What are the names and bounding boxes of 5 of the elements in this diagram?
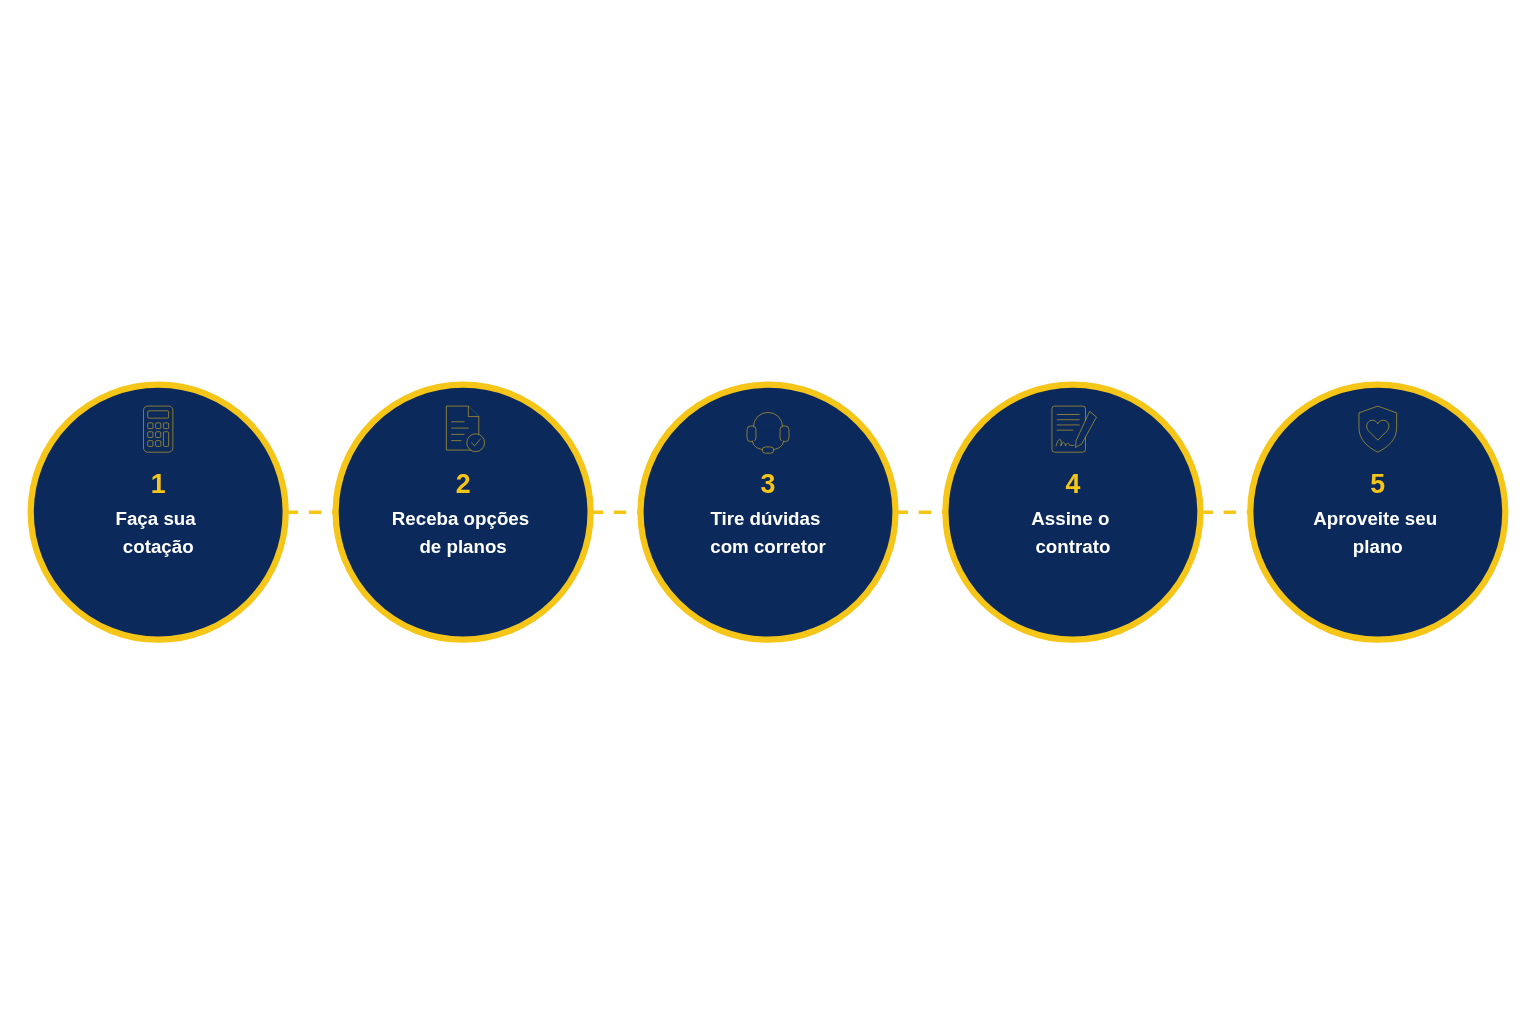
node-circle: 1 Faça sua cotação (27, 381, 289, 643)
node-circle: 2 Receba opções de planos (332, 381, 594, 643)
node-circle: 4 Assine o contrato (942, 381, 1204, 643)
node-circle: 5 Aproveite seu plano (1247, 381, 1509, 643)
node-circle: 3 Tire dúvidas com corretor (637, 381, 899, 643)
